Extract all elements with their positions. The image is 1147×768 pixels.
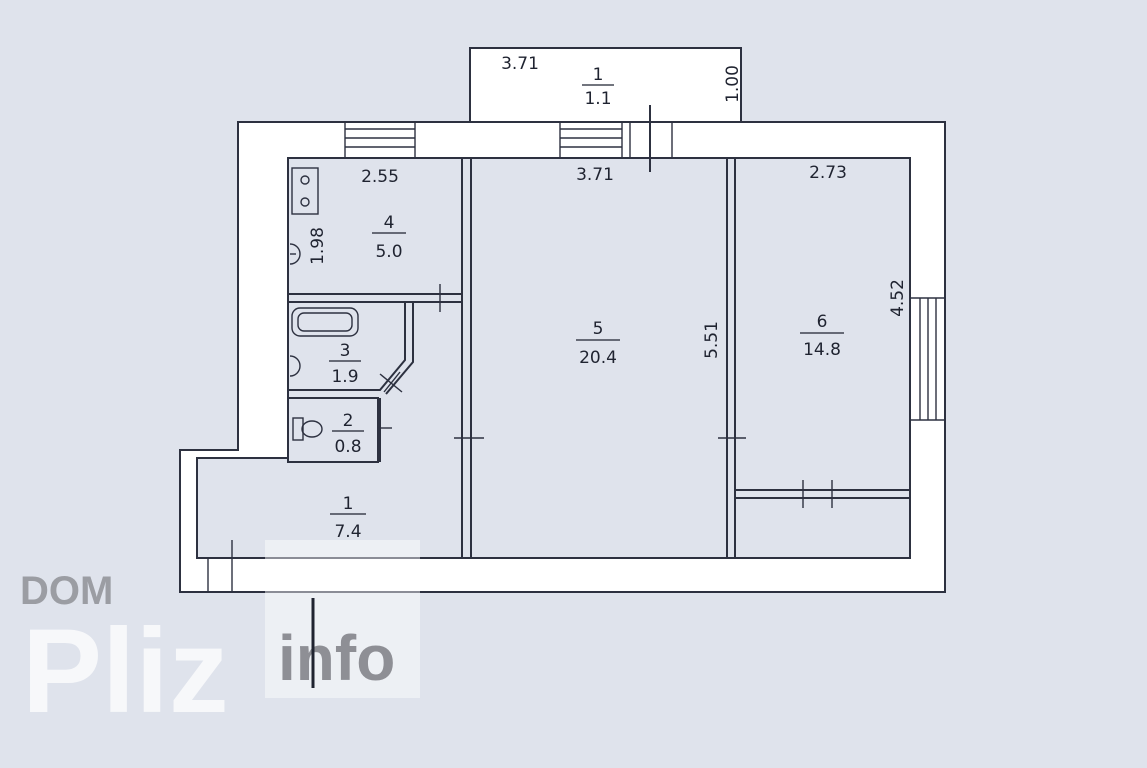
toilet-icon bbox=[292, 417, 323, 441]
watermark-panel bbox=[265, 540, 420, 698]
room-label-hall: 1 7.4 bbox=[330, 494, 366, 542]
dim-living-width: 3.71 bbox=[576, 165, 614, 185]
dim-kitchen-depth: 1.98 bbox=[308, 227, 328, 265]
sink-icon bbox=[289, 243, 301, 265]
room-area-bathroom: 1.9 bbox=[331, 367, 358, 387]
room-label-toilet: 2 0.8 bbox=[332, 411, 364, 457]
bathtub-icon bbox=[291, 307, 359, 337]
stove-icon bbox=[291, 167, 319, 215]
room-label-living: 5 20.4 bbox=[576, 319, 620, 368]
room-number-hall: 1 bbox=[343, 494, 354, 514]
room-area-hall: 7.4 bbox=[334, 522, 361, 542]
room-number-kitchen: 4 bbox=[384, 213, 395, 233]
watermark-info: info bbox=[278, 622, 395, 694]
washbasin-icon bbox=[289, 355, 301, 377]
room-area-toilet: 0.8 bbox=[334, 437, 361, 457]
room-area-balcony: 1.1 bbox=[584, 89, 611, 109]
dim-balcony-width: 3.71 bbox=[501, 54, 539, 74]
toilet-room-outline bbox=[287, 397, 379, 463]
room-label-kitchen: 4 5.0 bbox=[372, 213, 406, 262]
room-label-balcony: 1 1.1 bbox=[582, 65, 614, 109]
dim-bedroom-width: 2.73 bbox=[809, 163, 847, 183]
room-area-bedroom: 14.8 bbox=[803, 340, 841, 360]
dim-kitchen-width: 2.55 bbox=[361, 167, 399, 187]
watermark-dom: DOM bbox=[20, 569, 113, 613]
window-bedroom bbox=[910, 297, 945, 421]
room-label-bedroom: 6 14.8 bbox=[800, 312, 844, 360]
door-ticks bbox=[207, 284, 833, 592]
watermark-pliz: Pliz bbox=[22, 604, 229, 738]
room-label-bathroom: 3 1.9 bbox=[329, 341, 361, 387]
room-number-living: 5 bbox=[593, 319, 604, 339]
wall-bathroom bbox=[288, 302, 406, 391]
dim-balcony-depth: 1.00 bbox=[723, 65, 743, 103]
room-number-bathroom: 3 bbox=[340, 341, 351, 361]
room-number-toilet: 2 bbox=[343, 411, 354, 431]
room-number-balcony: 1 bbox=[593, 65, 604, 85]
window-living bbox=[559, 122, 623, 158]
room-area-living: 20.4 bbox=[579, 348, 617, 368]
window-kitchen bbox=[344, 122, 416, 158]
room-area-kitchen: 5.0 bbox=[375, 242, 402, 262]
balcony-door bbox=[629, 105, 673, 172]
dim-living-depth: 5.51 bbox=[702, 321, 722, 359]
dim-bedroom-depth: 4.52 bbox=[888, 279, 908, 317]
room-number-bedroom: 6 bbox=[817, 312, 828, 332]
